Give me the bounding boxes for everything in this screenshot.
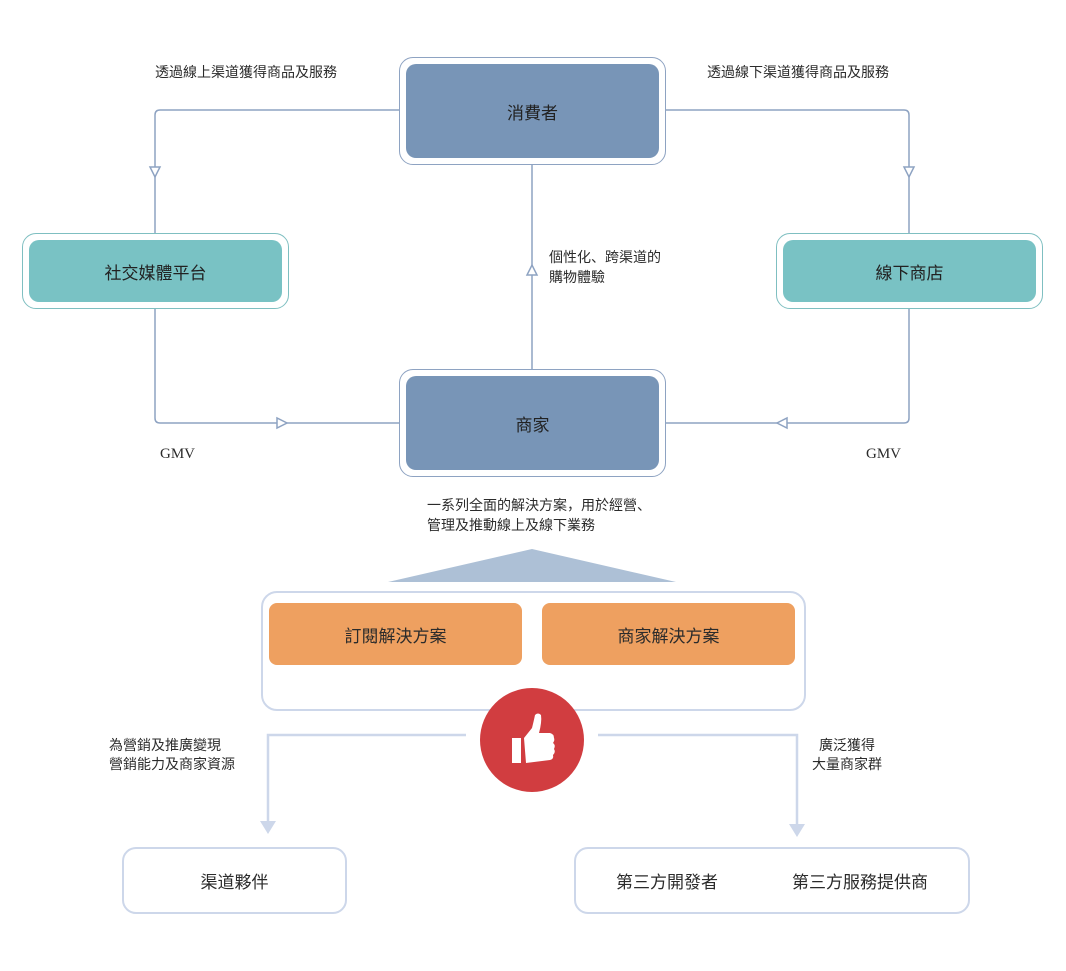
edge-to-third-party: [598, 733, 799, 824]
third-party-service-label: 第三方服務提供商: [792, 873, 928, 893]
offline-store-node: 線下商店: [776, 233, 1043, 309]
edge-consumer-to-social: [154, 109, 400, 236]
channel-partner-label: 渠道夥伴: [200, 873, 269, 893]
gmv-right-label: GMV: [866, 446, 902, 462]
channel-partner-box: 渠道夥伴: [122, 847, 347, 914]
access-label-line1: 廣泛獲得: [819, 738, 875, 754]
solutions-desc-line1: 一系列全面的解決方案，用於經營、: [427, 498, 651, 514]
merchant-solutions-box: 商家解決方案: [542, 603, 795, 665]
third-party-developer-label: 第三方開發者: [616, 873, 718, 893]
offline-store-label: 線下商店: [783, 240, 1036, 302]
merchant-label: 商家: [406, 376, 659, 470]
edge-to-channel-partner: [266, 733, 466, 824]
thumbs-up-icon: [512, 713, 555, 763]
arrow-down-icon: [789, 824, 805, 837]
solutions-desc-line2: 管理及推動線上及線下業務: [427, 518, 595, 534]
arrow-left-icon: [775, 416, 788, 430]
thumbs-up-badge: [480, 688, 584, 792]
merchant-solutions-label: 商家解決方案: [617, 626, 720, 647]
online-channel-label: 透過線上渠道獲得商品及服務: [155, 65, 337, 81]
offline-channel-label: 透過線下渠道獲得商品及服務: [707, 65, 889, 81]
subscription-solutions-label: 訂閱解決方案: [344, 626, 447, 647]
arrow-right-icon: [276, 416, 289, 430]
experience-label-line1: 個性化、跨渠道的: [549, 250, 661, 266]
arrow-down-icon: [148, 166, 162, 179]
arrow-up-icon: [525, 263, 539, 276]
gmv-left-label: GMV: [160, 446, 196, 462]
social-platform-label: 社交媒體平台: [29, 240, 282, 302]
subscription-solutions-box: 訂閱解決方案: [269, 603, 522, 665]
solutions-triangle: [388, 549, 676, 582]
marketing-label-line1: 為營銷及推廣變現: [109, 738, 221, 754]
edge-offline-to-merchant: [665, 307, 910, 424]
arrow-down-icon: [260, 821, 276, 834]
experience-label-line2: 購物體驗: [549, 270, 605, 286]
marketing-label-line2: 營銷能力及商家資源: [109, 757, 235, 773]
consumer-label: 消費者: [406, 64, 659, 158]
third-party-box: 第三方開發者 第三方服務提供商: [574, 847, 970, 914]
arrow-down-icon: [902, 166, 916, 179]
access-label-line2: 大量商家群: [812, 757, 882, 773]
social-platform-node: 社交媒體平台: [22, 233, 289, 309]
merchant-node: 商家: [399, 369, 666, 477]
consumer-node: 消費者: [399, 57, 666, 165]
edge-social-to-merchant: [154, 307, 400, 424]
edge-consumer-to-offline: [665, 109, 910, 236]
